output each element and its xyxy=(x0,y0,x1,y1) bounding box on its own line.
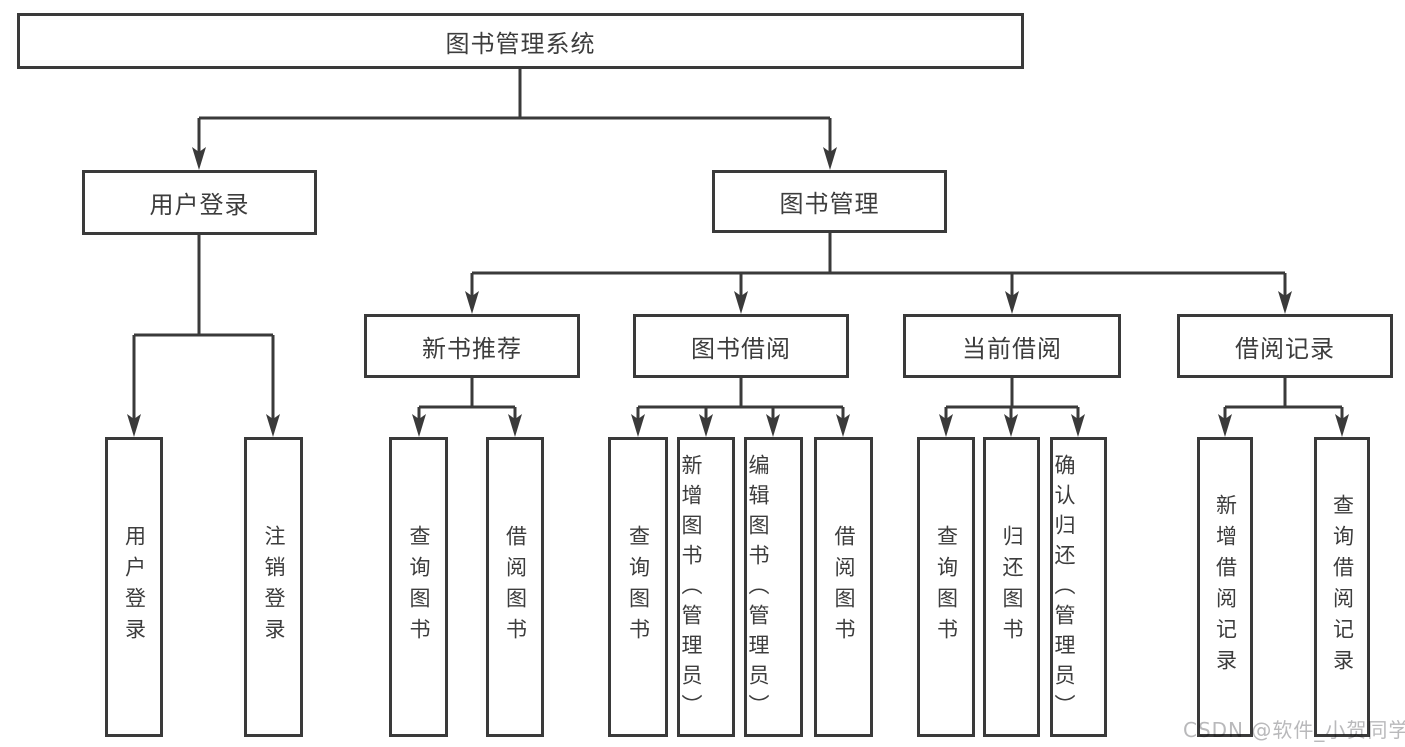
node-current-borrow: 当前借阅 xyxy=(903,314,1121,378)
node-book-borrow-label: 图书借阅 xyxy=(691,334,791,363)
connector-user-login-branch xyxy=(127,235,280,437)
node-current-borrow-label: 当前借阅 xyxy=(962,334,1062,363)
leaf-add-borrow-record: 新增借阅记录 xyxy=(1197,437,1253,737)
node-book-management-label: 图书管理 xyxy=(779,190,880,218)
leaf-confirm-return-admin: 确认归还（管理员） xyxy=(1050,437,1107,737)
leaf-borrow-books: 借阅图书 xyxy=(814,437,873,737)
watermark-text: CSDN @软件_小贺同学 xyxy=(1183,718,1405,742)
connector-borrow-records-branch xyxy=(1218,378,1349,437)
leaf-user-login: 用户登录 xyxy=(105,437,163,737)
node-borrow-records-label: 借阅记录 xyxy=(1235,334,1335,363)
node-borrow-records: 借阅记录 xyxy=(1177,314,1393,378)
node-new-book-recommend-label: 新书推荐 xyxy=(422,334,522,363)
connector-book-borrow-branch xyxy=(631,378,850,437)
leaf-borrow-books-recommend: 借阅图书 xyxy=(486,437,544,737)
leaf-return-book: 归还图书 xyxy=(983,437,1040,737)
node-user-login-label: 用户登录 xyxy=(149,191,250,219)
connector-root-to-level2 xyxy=(192,69,837,170)
leaf-query-books-recommend: 查询图书 xyxy=(389,437,448,737)
node-user-login: 用户登录 xyxy=(82,170,317,235)
node-book-management: 图书管理 xyxy=(712,170,947,233)
leaf-query-books-current: 查询图书 xyxy=(917,437,975,737)
connector-new-book-recommend-branch xyxy=(412,378,522,437)
leaf-logout: 注销登录 xyxy=(244,437,303,737)
node-library-system-label: 图书管理系统 xyxy=(445,29,596,58)
node-book-borrow: 图书借阅 xyxy=(633,314,849,378)
connector-book-management-branch xyxy=(465,233,1292,314)
leaf-query-borrow-record: 查询借阅记录 xyxy=(1314,437,1370,737)
leaf-query-books-borrow: 查询图书 xyxy=(608,437,668,737)
leaf-edit-book-admin: 编辑图书（管理员） xyxy=(744,437,803,737)
leaf-add-book-admin: 新增图书（管理员） xyxy=(677,437,735,737)
connector-current-borrow-branch xyxy=(939,378,1085,437)
node-new-book-recommend: 新书推荐 xyxy=(364,314,580,378)
node-library-system: 图书管理系统 xyxy=(17,13,1024,69)
